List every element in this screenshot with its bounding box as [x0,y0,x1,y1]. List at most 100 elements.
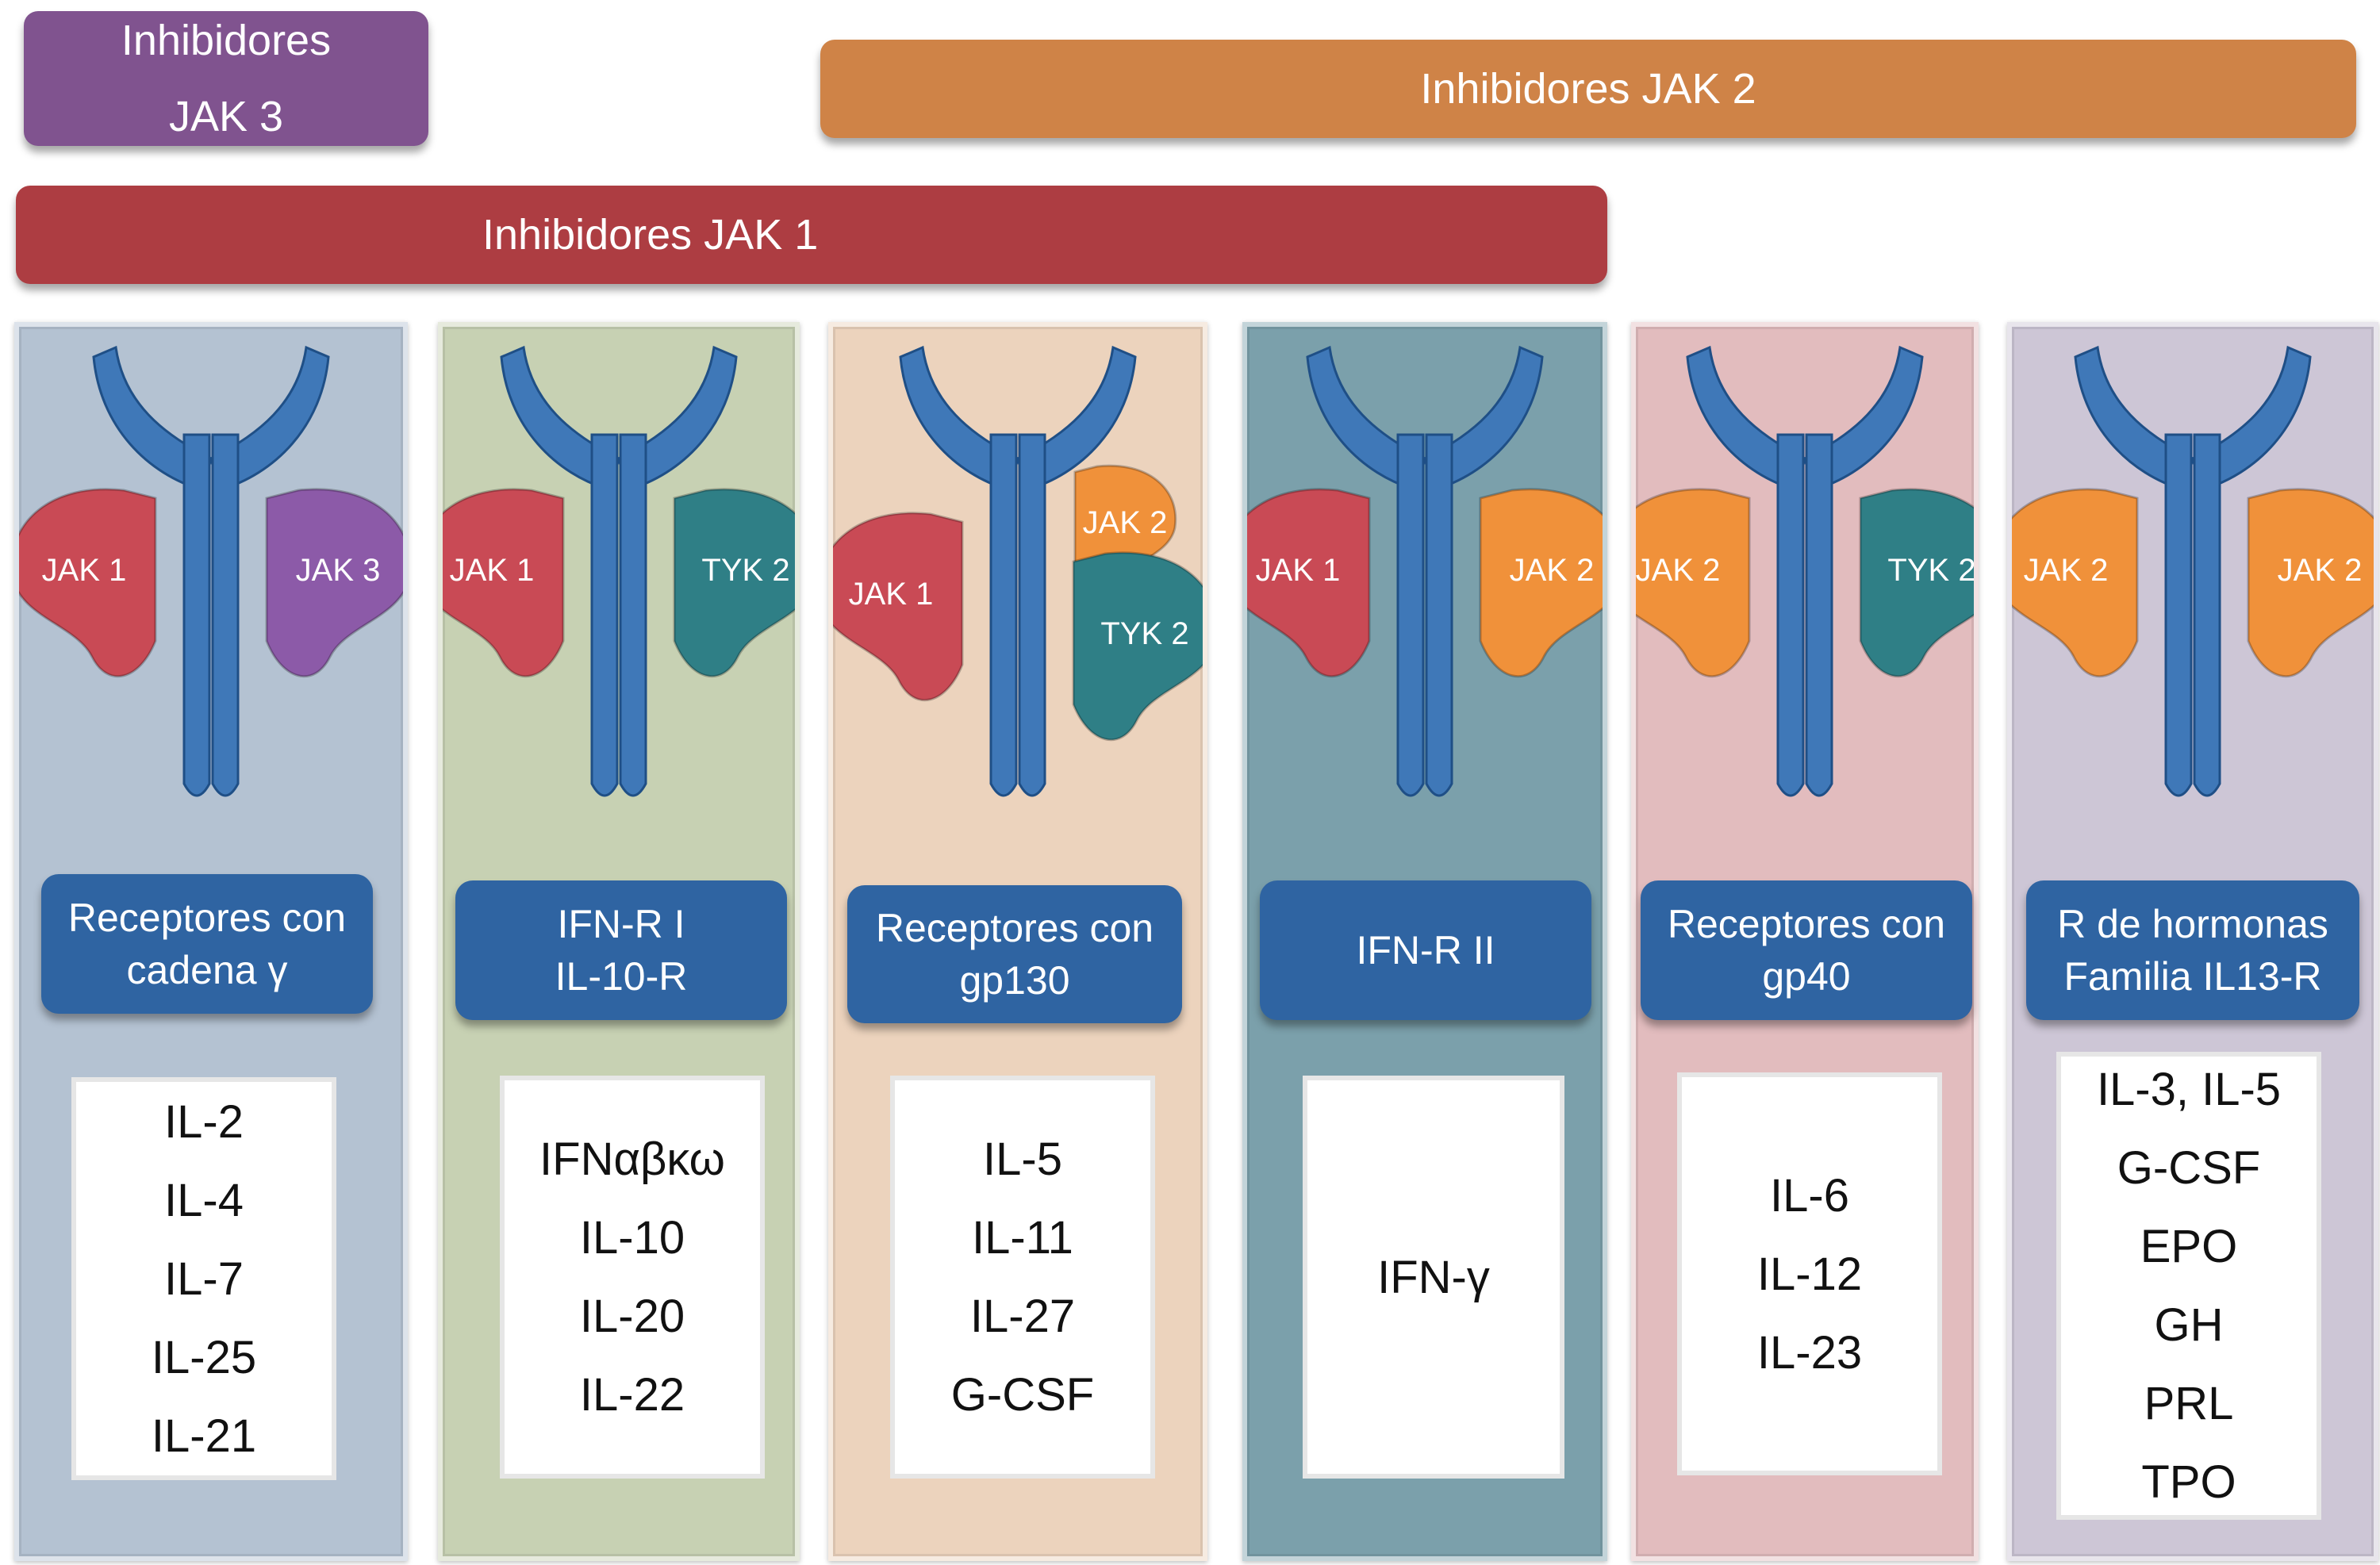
kinase-shape [1224,488,1371,678]
kinase-label: JAK 1 [849,577,934,612]
receptor-family-label: IFN-R II [1260,880,1591,1020]
kinase-shape [817,512,964,702]
ligand-item: IL-11 [972,1212,1073,1264]
jak3-inhibitors-label-line1: Inhibidores [121,17,332,64]
ligand-item: IL-2 [164,1095,244,1148]
ligand-item: IL-5 [983,1133,1062,1185]
receptor-arm [1686,345,1806,492]
receptor-family-label-line: Receptores con [67,896,347,940]
kinase-label: TYK 2 [701,553,789,588]
receptor-chain [1805,433,1833,797]
jak3-inhibitors-bar: Inhibidores JAK 3 [24,11,428,146]
jak3-inhibitors-label-line2: JAK 3 [168,93,284,140]
ligand-item: IL-6 [1770,1169,1849,1222]
jak2-inhibitors-bar: Inhibidores JAK 2 [820,40,2356,138]
receptor-family-label: IFN-R I IL-10-R [455,880,787,1020]
receptor-diagram: JAK 1 JAK 2 [1224,345,1626,797]
receptor-arm [1423,345,1544,492]
ligand-item: IFN-γ [1377,1251,1490,1303]
receptor-diagram: JAK 1 JAK 2 TYK 2 [817,345,1219,797]
jak2-inhibitors-label: Inhibidores JAK 2 [1420,65,1756,113]
receptor-chain [619,433,647,797]
ligand-item: IL-4 [164,1174,244,1226]
receptor-chain [182,433,211,797]
kinase-label: JAK 2 [1083,505,1168,540]
ligand-item: TPO [2141,1456,2236,1508]
receptor-diagram: JAK 1 JAK 3 [10,345,412,797]
receptor-family-label: Receptores con cadena γ [41,874,373,1014]
kinase-shape [1604,488,1751,678]
kinase-label: TYK 2 [1887,553,1974,588]
ligand-item: EPO [2140,1221,2238,1272]
receptor-wrapper: JAK 2 JAK 2 [1992,339,2380,831]
receptor-chain [590,433,619,797]
receptor-chain [1776,433,1805,797]
ligand-item: GH [2154,1299,2224,1351]
kinase-label: JAK 2 [2024,553,2109,588]
receptor-arm [2074,345,2194,492]
kinase-label: JAK 2 [2278,553,2363,588]
receptor-family-label-line: Familia IL13-R [2063,954,2322,999]
receptor-chain [1018,433,1046,797]
receptor-family-label-line: gp130 [959,958,1070,1003]
ligand-list: IFN-γ [1303,1076,1564,1479]
receptor-arm [92,345,213,492]
kinase-shape [1072,551,1219,742]
kinase-shape [418,488,565,678]
ligand-item: IFNαβκω [539,1133,725,1185]
kinase-label: JAK 1 [1256,553,1341,588]
receptor-family-label-line: IL-10-R [555,954,688,999]
receptor-arm [1803,345,1924,492]
ligand-item: G-CSF [950,1369,1095,1421]
receptor-family-label-line: gp40 [1762,954,1851,999]
ligand-item: IL-23 [1756,1326,1863,1379]
receptor-wrapper: JAK 2 TYK 2 [1604,339,2006,831]
receptor-chain [2193,433,2221,797]
kinase-shape [1479,488,1626,678]
receptor-family-label-line: IFN-R I [557,902,685,946]
kinase-label: JAK 3 [296,553,381,588]
receptor-family-label-line: Receptores con [875,906,1154,950]
receptor-diagram: JAK 2 TYK 2 [1604,345,2006,797]
receptor-chain [1396,433,1425,797]
jak1-inhibitors-bar: Inhibidores JAK 1 [16,186,1607,284]
ligand-item: G-CSF [2117,1142,2261,1194]
kinase-label: JAK 2 [1636,553,1720,588]
receptor-chain [1425,433,1453,797]
ligand-item: IL-21 [151,1410,257,1462]
ligand-item: PRL [2144,1378,2234,1429]
ligand-item: IL-10 [579,1212,685,1264]
receptor-family-label-line: IFN-R II [1356,928,1495,972]
kinase-label: JAK 2 [1510,553,1595,588]
receptor-family-label-line: R de hormonas [2057,902,2328,946]
kinase-label: JAK 1 [42,553,127,588]
receptor-family-label-line: cadena γ [126,948,288,992]
receptor-arm [1306,345,1426,492]
kinase-shape [673,488,820,678]
kinase-shape [265,488,412,678]
receptor-arm [1016,345,1137,492]
ligand-item: IL-22 [579,1369,685,1421]
receptor-arm [617,345,738,492]
receptor-wrapper: JAK 1 JAK 3 [10,339,412,831]
receptor-wrapper: JAK 1 TYK 2 [418,339,820,831]
receptor-chain [2164,433,2193,797]
receptor-arm [500,345,620,492]
receptor-wrapper: JAK 1 JAK 2 TYK 2 [817,339,1219,831]
ligand-item: IL-12 [1756,1248,1863,1300]
ligand-item: IL-25 [151,1331,257,1383]
kinase-label: JAK 1 [450,553,535,588]
receptor-family-label: Receptores con gp130 [847,885,1182,1023]
kinase-shape [10,488,157,678]
ligand-item: IL-27 [969,1291,1076,1342]
jak1-inhibitors-label: Inhibidores JAK 1 [482,211,819,259]
kinase-label: TYK 2 [1100,616,1188,651]
receptor-arm [209,345,330,492]
